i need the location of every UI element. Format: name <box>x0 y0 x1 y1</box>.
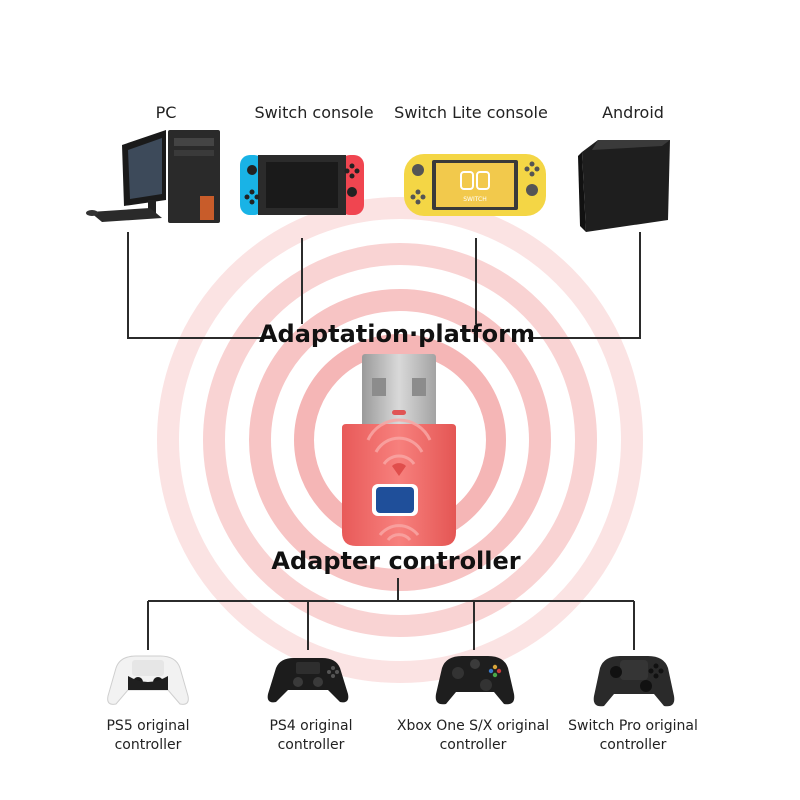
adapter-controller-label: Adapter controller <box>271 547 521 575</box>
adaptation-platform-label: Adaptation·platform <box>258 320 536 348</box>
controller-connector-lines <box>147 578 635 650</box>
controller-label-ps4-line1: PS4 original <box>269 718 353 734</box>
controller-label-ps4-line2: controller <box>277 737 345 753</box>
controller-label-xbox: Xbox One S/X original controller <box>388 717 558 755</box>
controller-label-switch-pro-line2: controller <box>599 737 667 753</box>
switch-console-icon <box>240 155 364 215</box>
controller-label-ps5-line2: controller <box>114 737 182 753</box>
controller-label-switch-pro: Switch Pro original controller <box>548 717 718 755</box>
controller-label-xbox-line1: Xbox One S/X original <box>396 718 550 734</box>
controller-label-ps5: PS5 original controller <box>63 717 233 755</box>
switch-lite-icon: SWITCH <box>404 154 546 216</box>
controller-label-switch-pro-line1: Switch Pro original <box>568 718 698 734</box>
pc-icon <box>86 130 220 223</box>
usb-adapter-icon <box>342 354 456 546</box>
ps4-controller-icon <box>267 658 349 703</box>
switch-lite-screen-logo: SWITCH <box>463 196 487 203</box>
xbox-controller-icon <box>435 656 515 705</box>
ps5-controller-icon <box>107 655 189 705</box>
switch-pro-controller-icon <box>593 656 675 707</box>
controller-label-ps4: PS4 original controller <box>226 717 396 755</box>
controller-label-xbox-line2: controller <box>439 737 507 753</box>
platform-connector-lines <box>127 232 641 339</box>
device-label-switch-lite: Switch Lite console <box>394 103 548 122</box>
device-label-pc: PC <box>155 103 177 122</box>
device-label-android: Android <box>602 103 664 122</box>
controller-label-ps5-line1: PS5 original <box>106 718 190 734</box>
device-label-switch: Switch console <box>254 103 374 122</box>
android-box-icon <box>578 140 670 232</box>
